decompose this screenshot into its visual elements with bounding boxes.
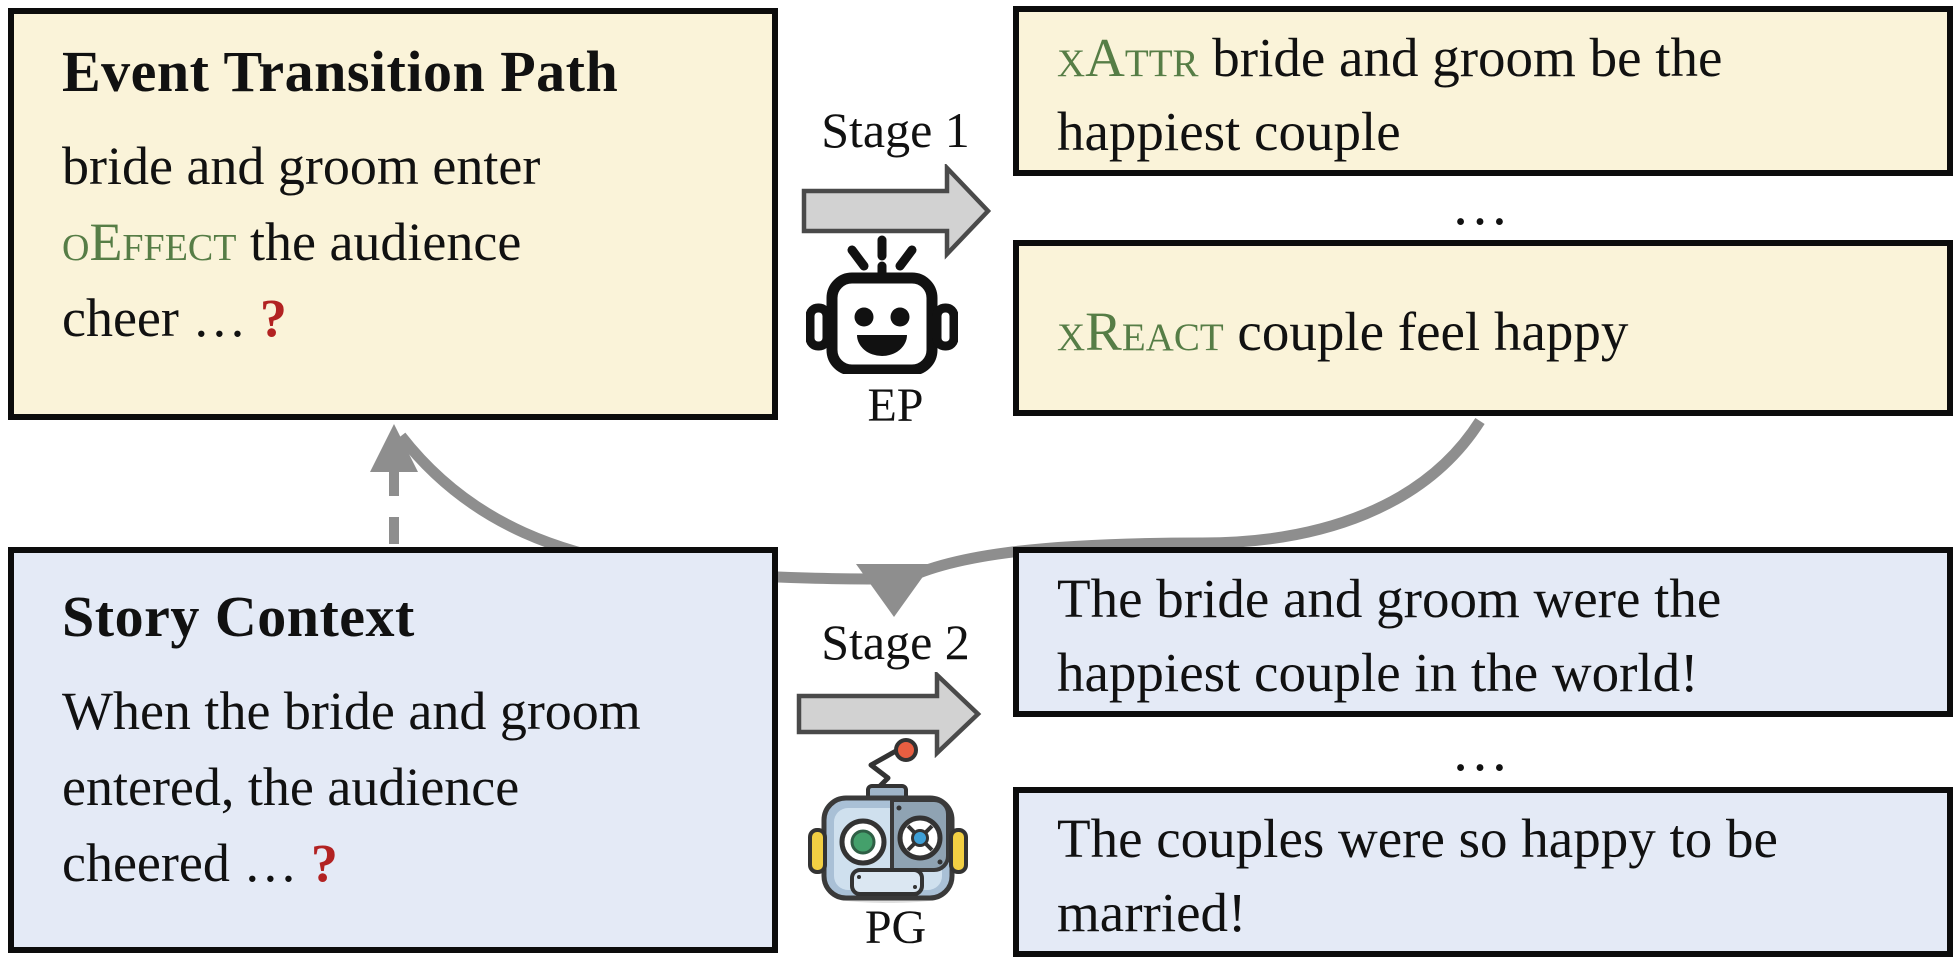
relation-xreact: xReact	[1057, 301, 1224, 362]
etp-line-3: cheer … ?	[62, 288, 287, 348]
relation-oeffect: oEffect	[62, 212, 237, 272]
story-context-box: Story Context When the bride and groom e…	[8, 547, 778, 953]
event-transition-path-box: Event Transition Path bride and groom en…	[8, 8, 778, 420]
down-arrowhead	[856, 564, 932, 617]
stage1-arrow-icon	[801, 164, 992, 260]
story-context-title: Story Context	[62, 584, 415, 649]
relation-xattr: xAttr	[1057, 27, 1199, 88]
stage2-arrow-icon	[796, 672, 982, 758]
sc-line-1: When the bride and groom	[62, 681, 641, 741]
pg2-line-2: married!	[1057, 882, 1247, 943]
stage2-label: Stage 2	[821, 614, 970, 670]
sc-line-2: entered, the audience	[62, 757, 520, 817]
pg-robot-icon	[808, 738, 968, 903]
xattr-line-1: xAttr bride and groom be the	[1057, 27, 1723, 88]
xreact-line: xReact couple feel happy	[1057, 301, 1629, 362]
sc-line-3: cheered … ?	[62, 833, 338, 893]
pg1-line-2: happiest couple in the world!	[1057, 642, 1699, 703]
up-arrowhead	[370, 424, 418, 472]
question-mark: ?	[310, 833, 338, 893]
stage1-output-box-2: xReact couple feel happy	[1013, 240, 1953, 416]
etp-line-1: bride and groom enter	[62, 136, 541, 196]
pg1-line-1: The bride and groom were the	[1057, 568, 1722, 629]
event-transition-path-title: Event Transition Path	[62, 39, 619, 104]
stage2-outputs-ellipsis: …	[1451, 718, 1515, 783]
pg2-line-1: The couples were so happy to be	[1057, 808, 1778, 869]
stage2-output-box-2: The couples were so happy to be married!	[1013, 787, 1953, 957]
pg-model-label: PG	[864, 901, 927, 954]
ep-model-label: EP	[867, 379, 924, 432]
stage1-label: Stage 1	[821, 102, 970, 158]
question-mark: ?	[259, 288, 287, 348]
stage1-output-box-1: xAttr bride and groom be the happiest co…	[1013, 6, 1953, 176]
ep-robot-icon	[806, 235, 958, 374]
xattr-line-2: happiest couple	[1057, 101, 1401, 162]
etp-line-2: oEffect the audience	[62, 212, 522, 272]
stage1-outputs-ellipsis: …	[1451, 172, 1515, 237]
stage2-output-box-1: The bride and groom were the happiest co…	[1013, 547, 1953, 717]
